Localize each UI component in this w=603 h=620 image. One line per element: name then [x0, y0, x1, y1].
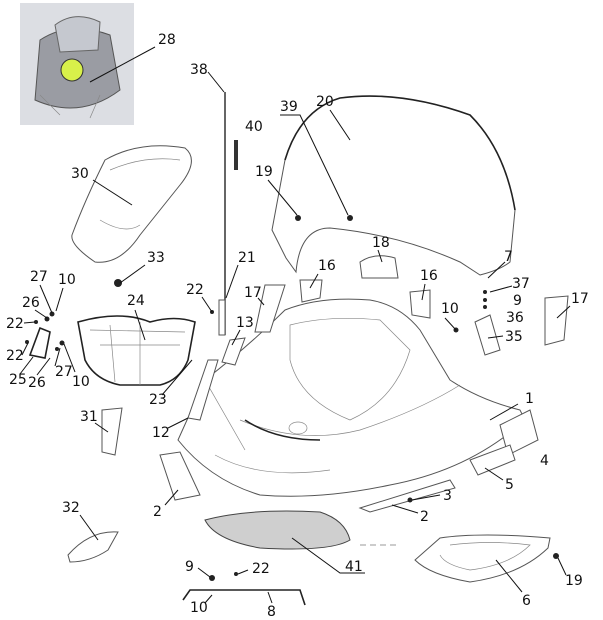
callout-30: 30 [71, 166, 89, 182]
callout-labels: 28 38 20 39 40 30 19 21 18 16 16 7 37 9 … [6, 32, 589, 620]
callout-19: 19 [255, 164, 273, 180]
callout-23: 23 [149, 392, 167, 408]
callout-10: 10 [190, 600, 208, 616]
callout-20: 20 [316, 94, 334, 110]
callout-37: 37 [512, 276, 530, 292]
callout-2: 2 [420, 509, 429, 525]
callout-12: 12 [152, 425, 170, 441]
callout-25: 25 [9, 372, 27, 388]
callout-17: 17 [244, 285, 262, 301]
callout-40: 40 [245, 119, 263, 135]
hood [177, 298, 526, 497]
callout-24: 24 [127, 293, 145, 309]
assembly-thumbnail [20, 3, 134, 125]
callout-38: 38 [190, 62, 208, 78]
callout-28: 28 [158, 32, 176, 48]
callout-1: 1 [525, 391, 534, 407]
callout-17: 17 [571, 291, 589, 307]
callout-16: 16 [420, 268, 438, 284]
headlight-bracket [77, 315, 196, 386]
callout-10: 10 [441, 301, 459, 317]
callout-22: 22 [186, 282, 204, 298]
console-part [71, 145, 192, 263]
callout-7: 7 [504, 249, 513, 265]
callout-3: 3 [443, 488, 452, 504]
callout-33: 33 [147, 250, 165, 266]
tray [204, 510, 351, 550]
callout-10: 10 [58, 272, 76, 288]
callout-31: 31 [80, 409, 98, 425]
callout-27: 27 [55, 364, 73, 380]
callout-22: 22 [6, 348, 24, 364]
callout-22: 22 [252, 561, 270, 577]
callout-19: 19 [565, 573, 583, 589]
callout-32: 32 [62, 500, 80, 516]
callout-36: 36 [506, 310, 524, 326]
callout-2: 2 [153, 504, 162, 520]
callout-9: 9 [185, 559, 194, 575]
callout-26: 26 [28, 375, 46, 391]
callout-9: 9 [513, 293, 522, 309]
callout-6: 6 [522, 593, 531, 609]
callout-22: 22 [6, 316, 24, 332]
windshield [271, 95, 516, 276]
leader-lines [19, 46, 571, 604]
callout-10: 10 [72, 374, 90, 390]
callout-26: 26 [22, 295, 40, 311]
callout-13: 13 [236, 315, 254, 331]
callout-27: 27 [30, 269, 48, 285]
callout-4: 4 [540, 453, 549, 469]
callout-41: 41 [345, 559, 363, 575]
callout-18: 18 [372, 235, 390, 251]
callout-35: 35 [505, 329, 523, 345]
callout-8: 8 [267, 604, 276, 620]
callout-39: 39 [280, 99, 298, 115]
callout-16: 16 [318, 258, 336, 274]
callout-21: 21 [238, 250, 256, 266]
callout-5: 5 [505, 477, 514, 493]
